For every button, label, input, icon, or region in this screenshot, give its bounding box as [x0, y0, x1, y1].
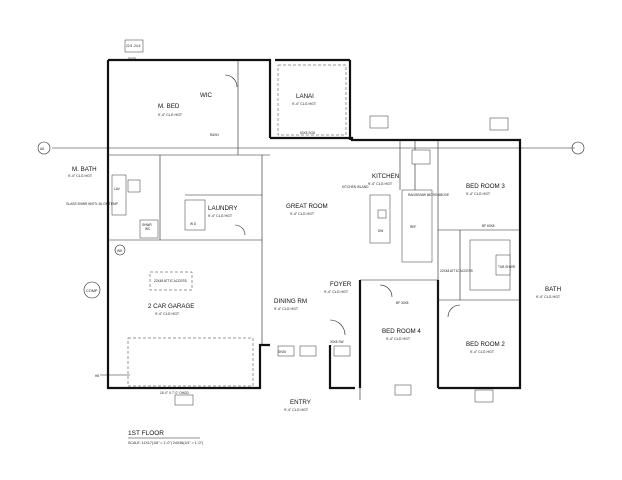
room-wic: WIC: [200, 92, 213, 99]
room-entry: ENTRY: [290, 399, 311, 406]
rsh-label: R&SH: [210, 133, 220, 137]
bf-label: BF 60X8: [482, 224, 495, 228]
room-bed4: BED ROOM 4: [382, 328, 421, 335]
entry-door-label: 30X8 SW: [330, 340, 343, 344]
room-mbath-ceiling: 9'-4" CLG HGT: [68, 174, 93, 178]
room-bed2-ceiling: 9'-4" CLG HGT: [470, 350, 495, 354]
interior-walls: [108, 60, 520, 388]
room-bed3-ceiling: 9'-4" CLG HGT: [466, 192, 491, 196]
room-mbath: M. BATH: [72, 166, 97, 173]
room-bed2: BED ROOM 2: [466, 341, 505, 348]
room-great-ceiling: 9'-4" CLG HGT: [290, 212, 315, 216]
room-kitchen: KITCHEN: [372, 173, 399, 180]
ref-label: REF: [410, 225, 416, 229]
garage-door-label: 16'-0" X 7'-0" OHGD: [160, 391, 190, 395]
room-great: GREAT ROOM: [286, 203, 328, 210]
room-mbed-ceiling: 9'-4" CLG HGT: [158, 113, 183, 117]
room-garage-ceiling: 9'-4" CLG HGT: [155, 312, 180, 316]
comp-label: COMP: [86, 289, 98, 293]
sh26-label: SH26: [278, 350, 286, 354]
lav-label: LAV: [114, 187, 121, 191]
room-foyer-ceiling: 9'-4" CLG HGT: [324, 290, 349, 294]
title-name: 1ST FLOOR: [128, 430, 164, 437]
wd-label: W D: [190, 222, 197, 226]
slider-label: 60X8 SGD: [300, 131, 316, 135]
kitchen-fixtures: [369, 149, 433, 263]
kitchen-island: KITCHEN ISLAND: [342, 185, 369, 189]
title-scale: SCALE: 11X17(1/8" = 1'-0") 24X36(1/4" = …: [128, 441, 203, 445]
attic2-label: 22X48 ATTIC ACCESS: [440, 269, 473, 273]
sh-label: SH25: [128, 57, 136, 61]
room-foyer: FOYER: [330, 281, 352, 288]
room-laundry: LAUNDRY: [208, 205, 237, 212]
room-entry-ceiling: 9'-4" CLG HGT: [284, 408, 309, 412]
room-lanai-ceiling: 9'-4" CLG HGT: [292, 102, 317, 106]
room-kitchen-ceiling: 9'-4" CLG HGT: [368, 182, 393, 186]
shwr-label: SHWR: [142, 223, 152, 227]
tub-label: TUB SHWR: [498, 265, 516, 269]
room-lanai: LANAI: [296, 93, 314, 100]
room-dining: DINING RM: [274, 298, 307, 305]
room-laundry-ceiling: 9'-4" CLG HGT: [208, 214, 233, 218]
bath-fixtures: [83, 174, 511, 299]
wc-label: WC: [145, 227, 151, 231]
dim-label: 22.5 -24.6: [126, 44, 141, 48]
room-mbed: M. BED: [158, 103, 180, 110]
header-a-label: A8: [40, 147, 44, 151]
garage-door: [127, 337, 254, 387]
lanai-outline: [277, 64, 347, 136]
attic-access: [149, 271, 193, 291]
room-bath: BATH: [545, 286, 561, 293]
room-bed3: BED ROOM 3: [466, 183, 505, 190]
room-bath-ceiling: 9'-4" CLG HGT: [536, 295, 561, 299]
room-bed4-ceiling: 9'-4" CLG HGT: [386, 337, 411, 341]
bf2-label: BF 30X8: [396, 301, 409, 305]
room-dining-ceiling: 9'-4" CLG HGT: [274, 307, 299, 311]
attic-label: 22X48 ATTIC ACCESS: [154, 279, 187, 283]
wh-label: WH: [117, 249, 123, 253]
glass-label: GLASS SHWR W/STL BL ON TEMP: [66, 202, 118, 206]
grid-markers: [37, 141, 585, 155]
room-garage: 2 CAR GARAGE: [148, 303, 194, 310]
dimension-tags: [124, 39, 509, 406]
dw-label: DW: [378, 229, 383, 233]
header-h-label: H8: [95, 374, 99, 378]
door-swings: [224, 74, 461, 336]
range-label: RANGE/MW MICRO ABOVE: [408, 193, 449, 197]
